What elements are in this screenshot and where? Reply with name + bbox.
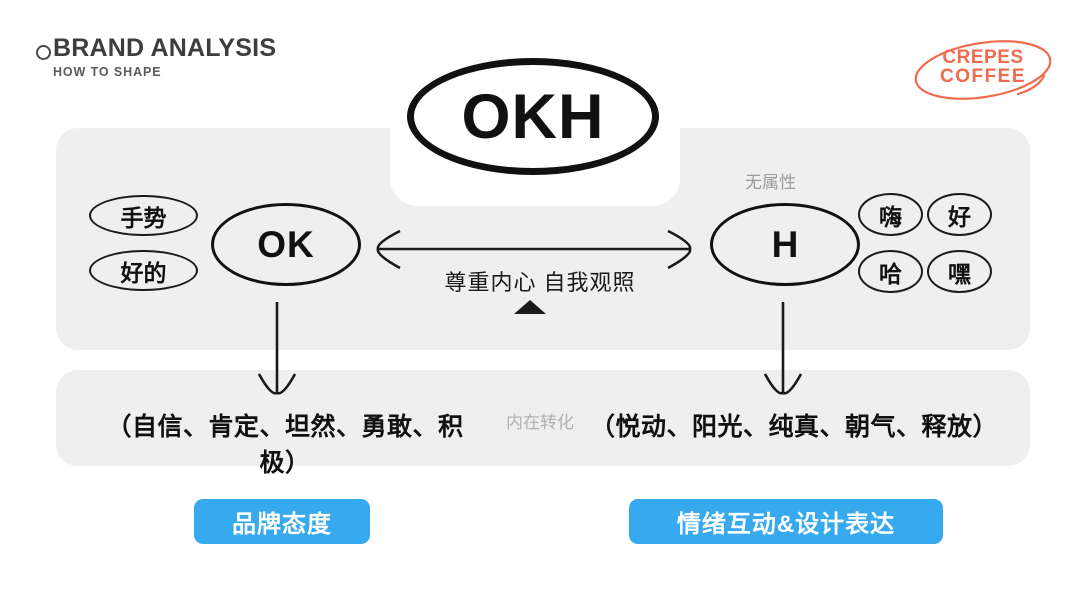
logo-line-2: COFFEE xyxy=(939,66,1027,87)
left-category-badge[interactable]: 品牌态度 xyxy=(194,499,370,544)
right-tag-3[interactable]: 嘿 xyxy=(927,250,992,293)
right-node-h[interactable]: H xyxy=(710,203,860,286)
right-tag-2[interactable]: 哈 xyxy=(858,250,923,293)
header-text-block: BRAND ANALYSIS HOW TO SHAPE xyxy=(53,36,276,79)
page-header: BRAND ANALYSIS HOW TO SHAPE xyxy=(36,36,276,79)
left-node-ok[interactable]: OK xyxy=(211,203,361,286)
logo-wordmark: CREPES COFFEE xyxy=(908,48,1058,86)
lower-attributes-panel xyxy=(56,370,1030,466)
right-tag-1[interactable]: 好 xyxy=(927,193,992,236)
center-node-okh[interactable]: OKH xyxy=(407,58,659,175)
logo-swoosh-icon xyxy=(914,40,1052,100)
left-tag-1[interactable]: 好的 xyxy=(89,250,198,291)
page-title: BRAND ANALYSIS xyxy=(53,34,277,62)
right-node-label: 无属性 xyxy=(745,173,796,192)
center-phrase: 尊重内心 自我观照 xyxy=(444,270,636,295)
brand-logo: CREPES COFFEE xyxy=(908,36,1058,108)
transform-label: 内在转化 xyxy=(506,413,574,432)
right-attributes: （悦动、阳光、纯真、朝气、释放） xyxy=(590,413,999,441)
right-category-badge[interactable]: 情绪互动&设计表达 xyxy=(629,499,943,544)
left-tag-0[interactable]: 手势 xyxy=(89,195,198,236)
page-subtitle: HOW TO SHAPE xyxy=(53,65,162,79)
right-tag-0[interactable]: 嗨 xyxy=(858,193,923,236)
circle-outline-icon xyxy=(36,45,51,60)
left-attributes: （自信、肯定、坦然、勇敢、积极） xyxy=(106,413,464,477)
logo-line-1: CREPES xyxy=(942,47,1024,68)
